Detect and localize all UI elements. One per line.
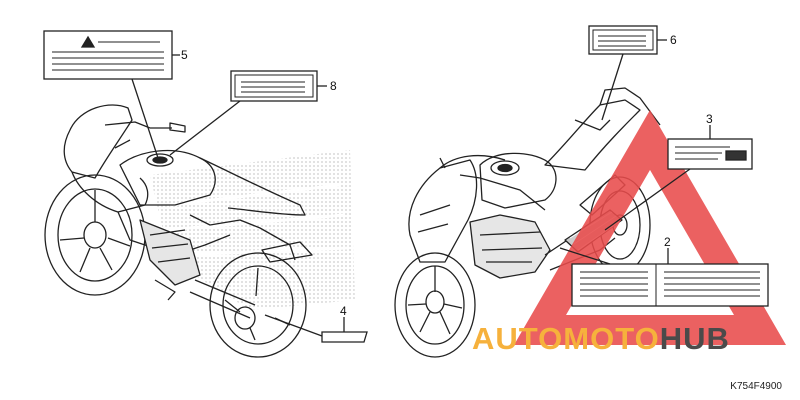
- label-2-label: [559, 247, 769, 307]
- warning-triangle-icon: [80, 35, 96, 48]
- callout-4: 4: [340, 304, 347, 318]
- callout-5: 5: [181, 48, 188, 62]
- callout-8: 8: [330, 79, 337, 93]
- label-5-caution-label: [43, 30, 180, 159]
- watermark-triangle: [513, 110, 787, 345]
- label-4-label: [264, 314, 368, 343]
- automotohub-watermark: AUTOMOTOHUB: [472, 322, 730, 356]
- watermark-part-hub: HUB: [659, 321, 730, 356]
- callout-2: 2: [664, 235, 671, 249]
- label-6-label: [588, 25, 667, 121]
- wing-emblem-halftone: [150, 150, 355, 310]
- callout-6: 6: [670, 33, 677, 47]
- left-motorcycle: [44, 104, 313, 358]
- label-3-label: [604, 125, 753, 231]
- figure-code: K754F4900: [730, 381, 782, 392]
- watermark-part-automoto: AUTOMOTO: [472, 321, 660, 356]
- callout-3: 3: [706, 112, 713, 126]
- label-8-label: [169, 70, 327, 156]
